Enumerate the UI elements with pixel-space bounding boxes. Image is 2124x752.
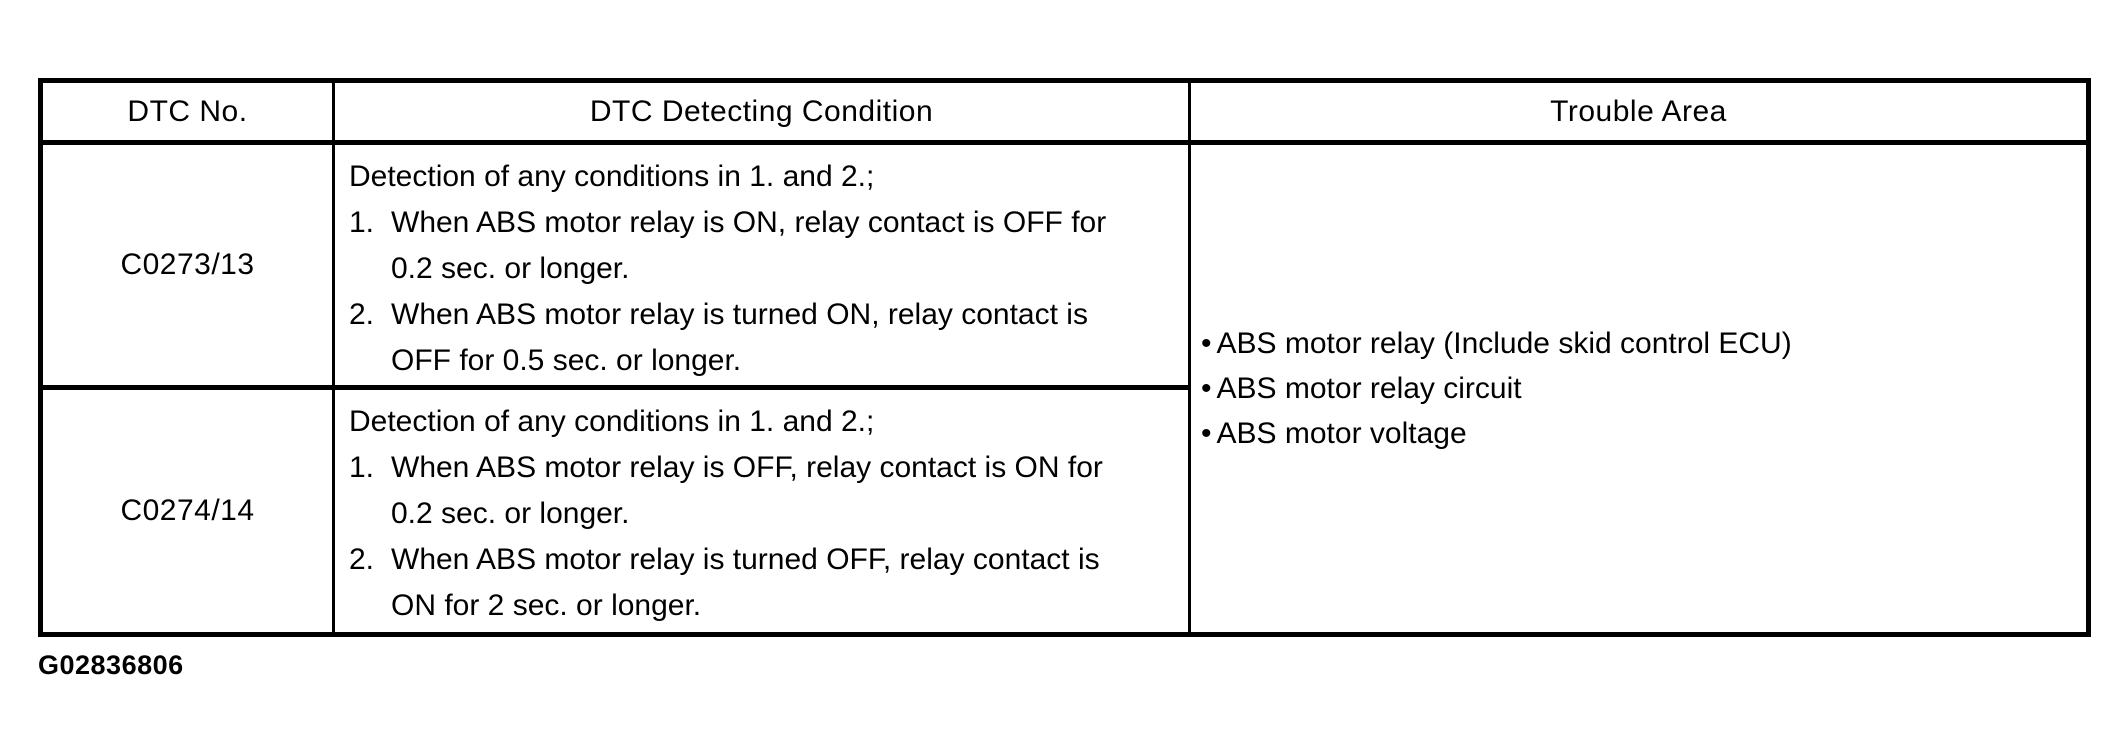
condition-item-number: 2.	[349, 298, 375, 331]
condition-item-number: 1.	[349, 206, 375, 239]
bullet-icon: •	[1201, 372, 1212, 405]
condition-item-text: When ABS motor relay is turned ON, relay…	[391, 298, 1088, 377]
condition-item-number: 2.	[349, 543, 375, 576]
condition-item-text: When ABS motor relay is OFF, relay conta…	[391, 451, 1103, 530]
detecting-condition-cell-c0273: Detection of any conditions in 1. and 2.…	[332, 140, 1191, 390]
table-row-c0274: C0274/14 Detection of any conditions in …	[39, 385, 2089, 637]
trouble-item-text: ABS motor relay (Include skid control EC…	[1216, 327, 1792, 360]
trouble-item: • ABS motor relay (Include skid control …	[1201, 321, 2086, 366]
trouble-item-text: ABS motor voltage	[1216, 417, 1467, 450]
dtc-code-c0273: C0273/13	[39, 140, 335, 390]
condition-item-2: 2. When ABS motor relay is turned OFF, r…	[349, 537, 1178, 629]
bullet-icon: •	[1201, 417, 1212, 450]
condition-item-text: When ABS motor relay is ON, relay contac…	[391, 206, 1107, 285]
trouble-item: • ABS motor voltage	[1201, 411, 2086, 456]
table-header-row: DTC No. DTC Detecting Condition Trouble …	[39, 78, 2090, 145]
condition-item-text: When ABS motor relay is turned OFF, rela…	[391, 543, 1100, 622]
condition-intro: Detection of any conditions in 1. and 2.…	[349, 405, 875, 438]
detecting-condition-cell-c0274: Detection of any conditions in 1. and 2.…	[332, 385, 1191, 637]
table-row-c0273: C0273/13 Detection of any conditions in …	[39, 140, 2090, 637]
header-dtc-detecting-condition: DTC Detecting Condition	[332, 78, 1191, 145]
header-trouble-area: Trouble Area	[1188, 78, 2090, 145]
condition-item-1: 1. When ABS motor relay is OFF, relay co…	[349, 445, 1178, 537]
trouble-item: • ABS motor relay circuit	[1201, 366, 2086, 411]
condition-item-1: 1. When ABS motor relay is ON, relay con…	[349, 200, 1178, 292]
condition-intro: Detection of any conditions in 1. and 2.…	[349, 160, 875, 193]
dtc-code-c0274: C0274/14	[39, 385, 335, 637]
condition-item-number: 1.	[349, 451, 375, 484]
header-dtc-no: DTC No.	[39, 78, 335, 145]
figure-number: G02836806	[38, 650, 184, 680]
condition-item-2: 2. When ABS motor relay is turned ON, re…	[349, 292, 1178, 384]
trouble-area-cell: • ABS motor relay (Include skid control …	[1188, 140, 2090, 637]
bullet-icon: •	[1201, 327, 1212, 360]
trouble-item-text: ABS motor relay circuit	[1216, 372, 1522, 405]
dtc-table: DTC No. DTC Detecting Condition Trouble …	[38, 78, 2091, 637]
